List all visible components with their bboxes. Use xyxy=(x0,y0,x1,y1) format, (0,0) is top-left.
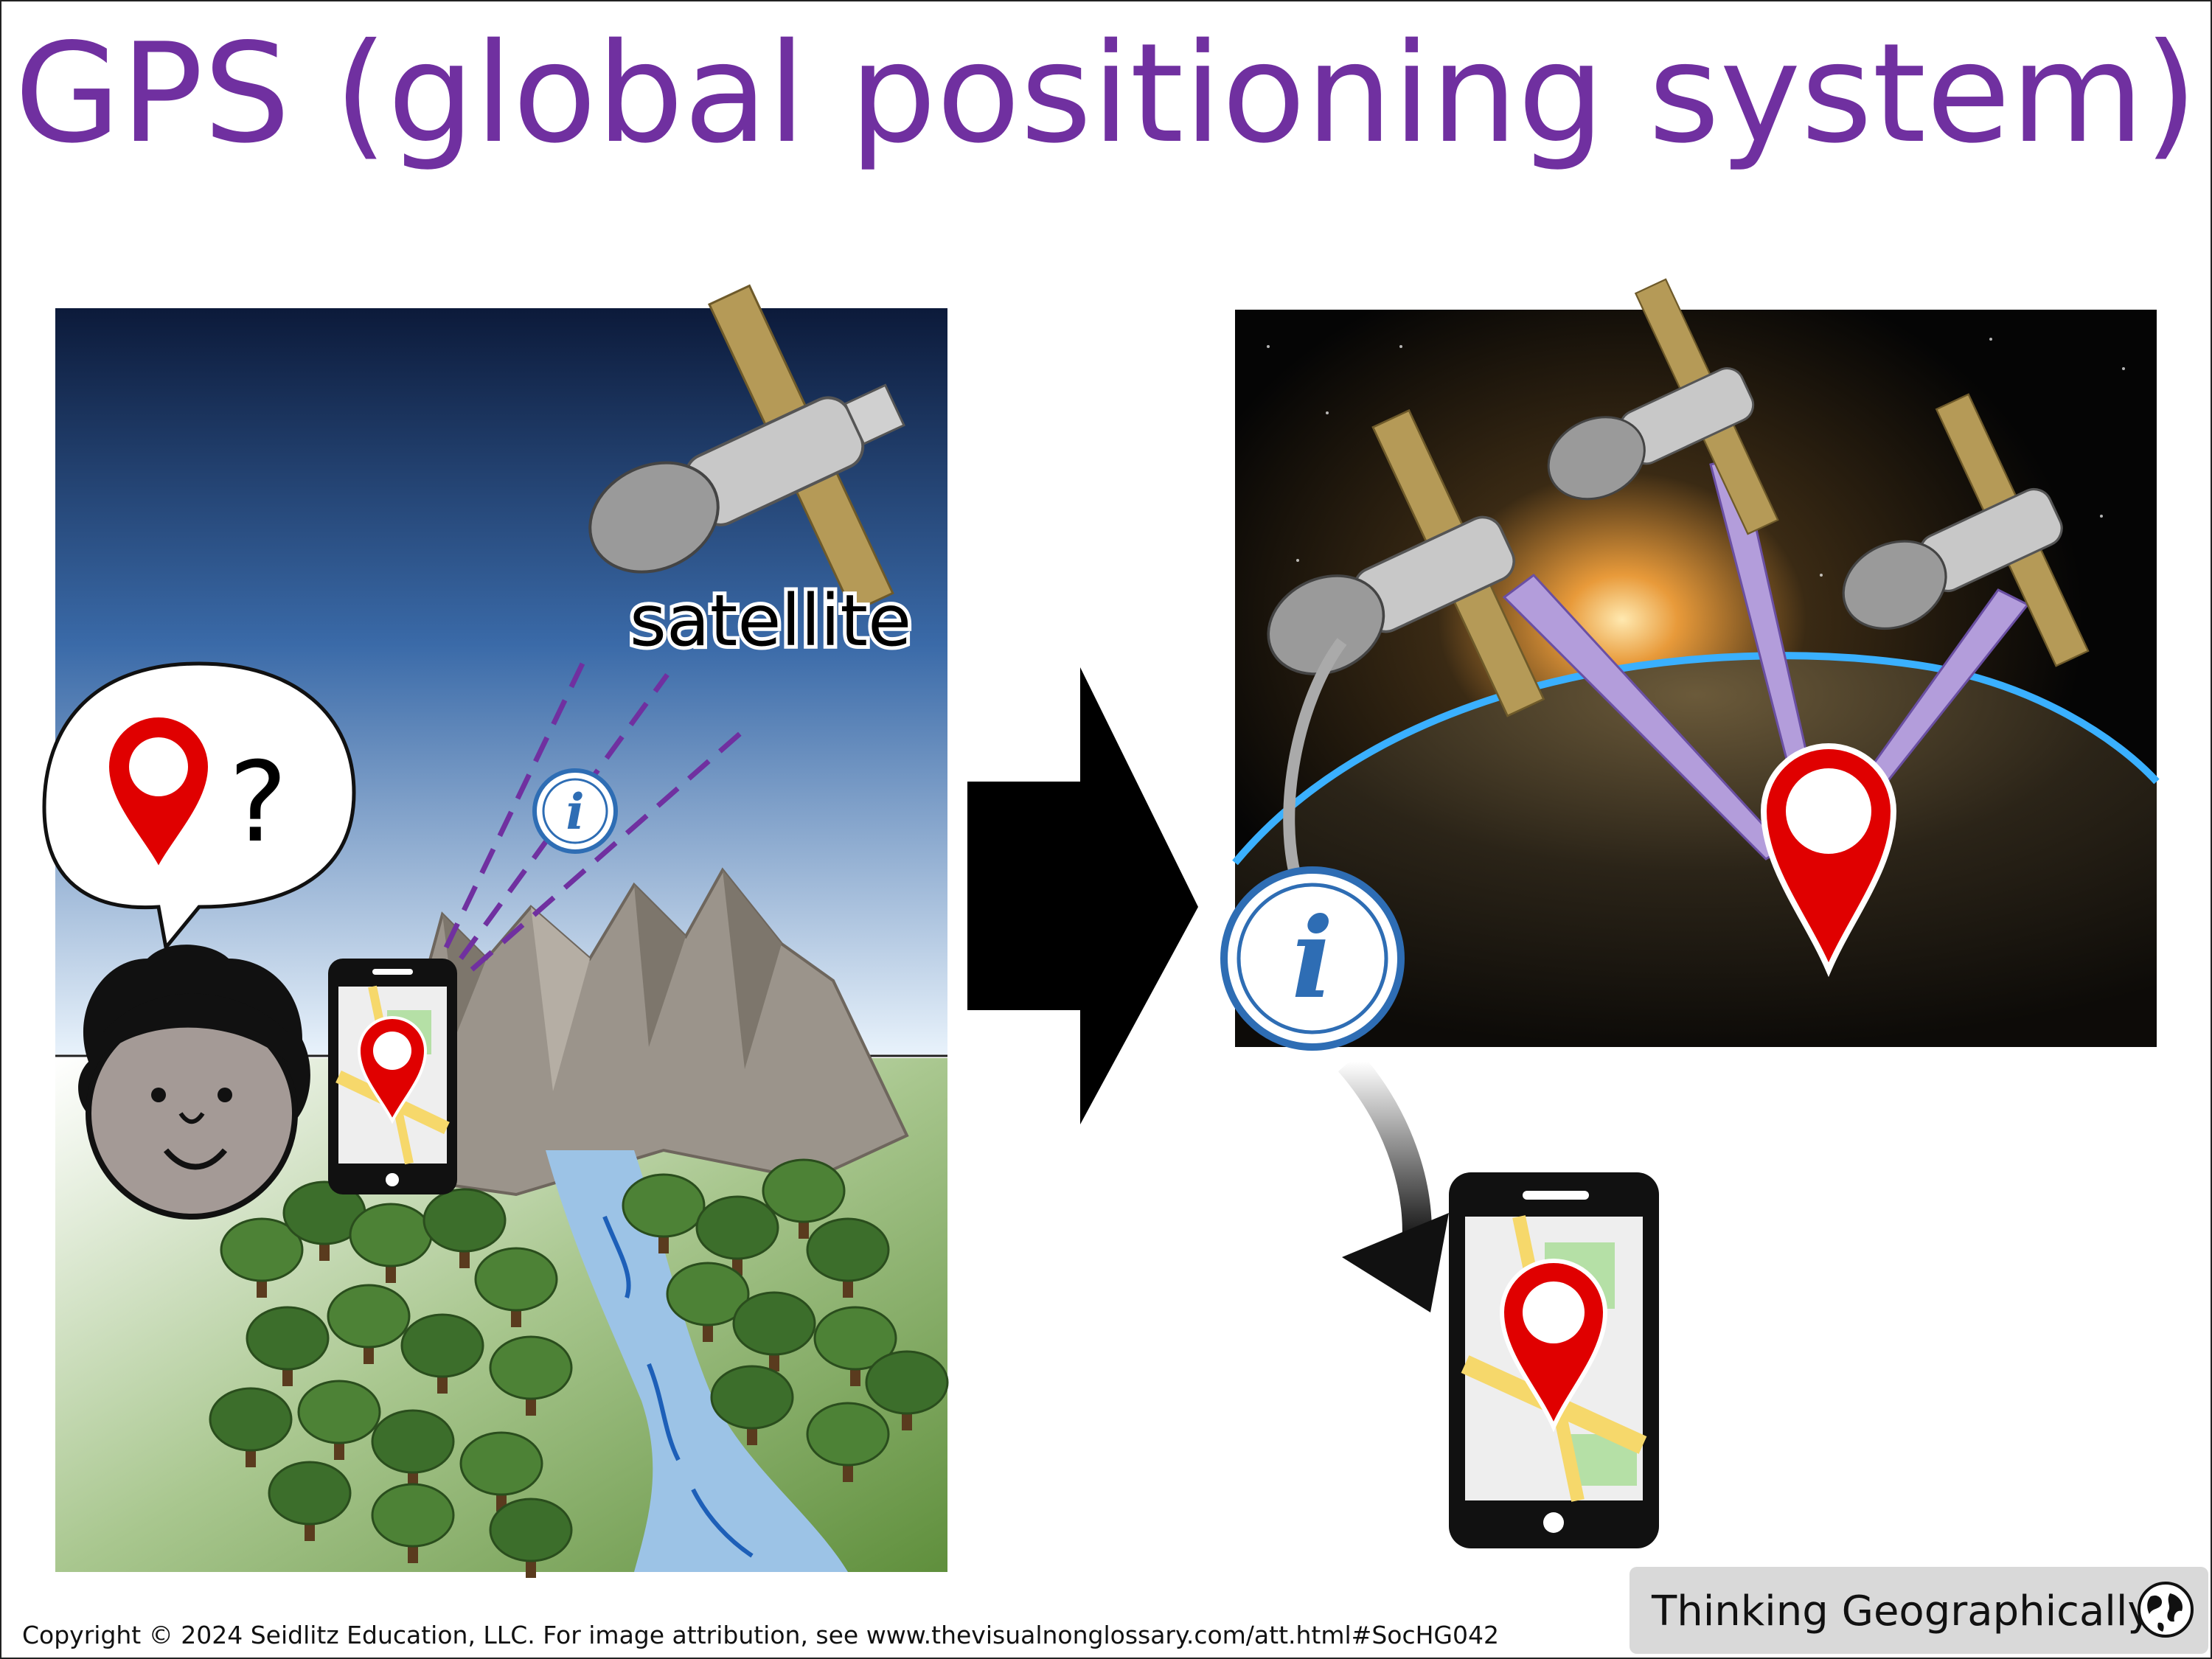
tree-icon xyxy=(209,1387,293,1467)
tree-icon xyxy=(297,1380,381,1460)
brand-label: Thinking Geographically xyxy=(1652,1587,2152,1635)
earth xyxy=(1235,655,2157,1047)
page-title: GPS (global positioning system) xyxy=(14,13,2198,173)
tree-icon xyxy=(762,1158,846,1239)
tree-icon xyxy=(710,1365,794,1445)
info-glyph: i xyxy=(566,783,584,841)
person-face-icon xyxy=(78,945,310,1220)
left-scene: i satellite ? xyxy=(42,284,949,1578)
tree-icon xyxy=(422,1188,507,1268)
info-glyph: i xyxy=(1292,894,1334,1023)
satellite-icon xyxy=(1267,408,1545,717)
tree-icon xyxy=(371,1483,455,1563)
smartphone-icon xyxy=(1449,1172,1659,1548)
info-icon: i xyxy=(532,768,618,854)
satellite-label: satellite xyxy=(630,580,911,662)
down-arrow xyxy=(1338,1051,1432,1256)
tree-icon xyxy=(474,1247,558,1327)
tree-icon xyxy=(489,1498,573,1578)
tree-icon xyxy=(695,1195,779,1276)
tree-icon xyxy=(246,1306,330,1386)
trees xyxy=(209,1158,949,1578)
arrow-right-icon xyxy=(967,667,1198,1124)
orbit-arrow xyxy=(1283,638,1347,887)
arrow-head xyxy=(1342,1213,1449,1312)
tree-icon xyxy=(327,1284,411,1364)
satellite-icon xyxy=(588,284,905,613)
tree-icon xyxy=(813,1306,897,1386)
smartphone-icon xyxy=(328,959,457,1194)
map-pin-icon xyxy=(1760,743,1897,978)
tree-icon xyxy=(666,1262,750,1342)
right-scene: i xyxy=(1220,278,2160,1548)
tree-icon xyxy=(400,1313,484,1394)
tree-icon xyxy=(220,1217,304,1298)
tree-icon xyxy=(268,1461,352,1541)
tree-icon xyxy=(622,1173,706,1253)
speech-bubble-icon: ? xyxy=(42,661,356,952)
satellite-icon xyxy=(1547,278,1779,535)
brand-badge: Thinking Geographically xyxy=(1630,1567,2208,1654)
copyright-footer: Copyright © 2024 Seidlitz Education, LLC… xyxy=(22,1621,1499,1649)
tree-icon xyxy=(806,1217,890,1298)
tree-icon xyxy=(489,1335,573,1416)
question-mark: ? xyxy=(229,739,288,867)
tree-icon xyxy=(732,1291,816,1371)
globe-icon xyxy=(2138,1582,2194,1638)
info-icon: i xyxy=(1220,866,1405,1051)
tree-icon xyxy=(806,1402,890,1482)
tree-icon xyxy=(459,1431,543,1512)
map-pin-icon xyxy=(104,713,213,875)
tree-icon xyxy=(282,1180,366,1261)
tree-icon xyxy=(371,1409,455,1489)
satellite-icon xyxy=(1842,393,2090,667)
tree-icon xyxy=(865,1350,949,1430)
